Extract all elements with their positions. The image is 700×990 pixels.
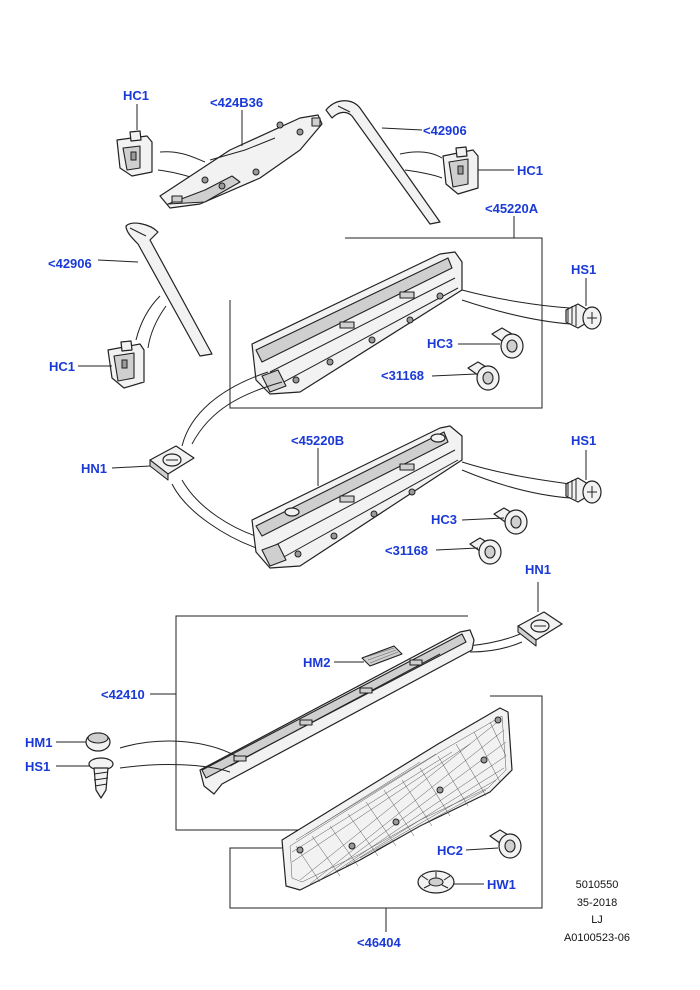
- reference-drawing-id: A0100523-06: [563, 932, 631, 944]
- nut-hn1-right[interactable]: [517, 611, 563, 647]
- leader-hc1-top-a: [159, 151, 206, 163]
- scuff-plate-42410[interactable]: [199, 629, 475, 795]
- leader-hc1-left-a: [135, 295, 161, 341]
- clip-hc1-right[interactable]: [442, 146, 479, 195]
- callout-45220a[interactable]: <45220A: [485, 201, 539, 216]
- callout-42906-left[interactable]: <42906: [48, 256, 92, 271]
- callout-hc3-a[interactable]: HC3: [427, 336, 454, 351]
- callout-424b36[interactable]: <424B36: [210, 95, 264, 110]
- callout-hs1-a[interactable]: HS1: [571, 262, 597, 277]
- group-box-42410: [175, 615, 468, 831]
- callout-hn1-right[interactable]: HN1: [525, 562, 552, 577]
- leader-hn1-right-b: [469, 641, 523, 653]
- nut-hn1-left[interactable]: [149, 445, 195, 481]
- pad-hm2[interactable]: [361, 645, 403, 667]
- clip-hc2[interactable]: [489, 829, 522, 859]
- leader-31168-a: [431, 373, 477, 377]
- group-box-45220a: [229, 237, 543, 409]
- leader-hn1-right-a: [467, 633, 521, 647]
- leader-hs1-c-b: [119, 764, 231, 773]
- callout-hs1-b[interactable]: HS1: [571, 433, 597, 448]
- reference-code: LJ: [591, 914, 603, 926]
- leader-45220a-hs1-b: [461, 299, 571, 325]
- callout-42906-top[interactable]: <42906: [423, 123, 467, 138]
- leader-hn1-b: [191, 381, 283, 445]
- screw-hs1-b[interactable]: [565, 477, 602, 504]
- mesh-panel-46404[interactable]: [281, 707, 513, 891]
- leader-hn1-left: [111, 465, 151, 469]
- plug-hm1[interactable]: [85, 732, 111, 752]
- callout-hc2[interactable]: HC2: [437, 843, 464, 858]
- leader-42906-top: [381, 127, 423, 131]
- clip-31168-a[interactable]: [467, 361, 500, 391]
- callout-hc3-b[interactable]: HC3: [431, 512, 458, 527]
- leader-42906-left: [97, 259, 139, 263]
- leader-hn1-a: [181, 371, 269, 447]
- reference-number: 5010550: [575, 879, 619, 891]
- leader-45220b-hs1-b: [461, 469, 571, 499]
- callout-hc1-top[interactable]: HC1: [123, 88, 150, 103]
- callout-42410[interactable]: <42410: [101, 687, 145, 702]
- clip-hc1-left[interactable]: [107, 340, 145, 389]
- callout-45220b[interactable]: <45220B: [291, 433, 345, 448]
- washer-hw1[interactable]: [417, 870, 455, 894]
- trim-panel-424b36[interactable]: [159, 114, 323, 209]
- reference-date: 35-2018: [576, 897, 618, 909]
- clip-hc3-b[interactable]: [493, 507, 528, 535]
- pillar-trim-42906-top[interactable]: [325, 100, 441, 225]
- screw-hs1-a[interactable]: [565, 303, 602, 330]
- sill-panel-45220a[interactable]: [251, 251, 463, 395]
- leader-hc1-right-a: [399, 151, 443, 159]
- leader-hn1-d: [171, 483, 263, 551]
- leader-hs1-c-a: [119, 740, 237, 757]
- leader-45220a-hs1-a: [461, 289, 571, 309]
- screw-hs1-c[interactable]: [88, 757, 114, 799]
- leader-hc2: [465, 847, 499, 851]
- leader-31168-b: [435, 547, 479, 551]
- sill-panel-45220b[interactable]: [251, 425, 463, 569]
- leader-hc1-right-b: [404, 169, 443, 179]
- callout-hn1-left[interactable]: HN1: [81, 461, 108, 476]
- callout-46404[interactable]: <46404: [357, 935, 401, 950]
- callout-31168-b[interactable]: <31168: [385, 543, 429, 558]
- pillar-trim-42906-left[interactable]: [125, 222, 213, 357]
- clip-31168-b[interactable]: [469, 537, 502, 565]
- callout-hc1-left[interactable]: HC1: [49, 359, 76, 374]
- clip-hc3-a[interactable]: [491, 327, 524, 359]
- callout-hs1-c[interactable]: HS1: [25, 759, 51, 774]
- clip-hc1-top[interactable]: [116, 130, 153, 177]
- leader-hc1-left-b: [147, 305, 167, 349]
- callout-hw1[interactable]: HW1: [487, 877, 516, 892]
- callout-hm2[interactable]: HM2: [303, 655, 331, 670]
- leader-45220b-hs1-a: [461, 461, 571, 485]
- leader-hc3-b: [461, 517, 505, 521]
- callout-31168-a[interactable]: <31168: [381, 368, 425, 383]
- callout-hm1[interactable]: HM1: [25, 735, 53, 750]
- callout-hc1-right[interactable]: HC1: [517, 163, 544, 178]
